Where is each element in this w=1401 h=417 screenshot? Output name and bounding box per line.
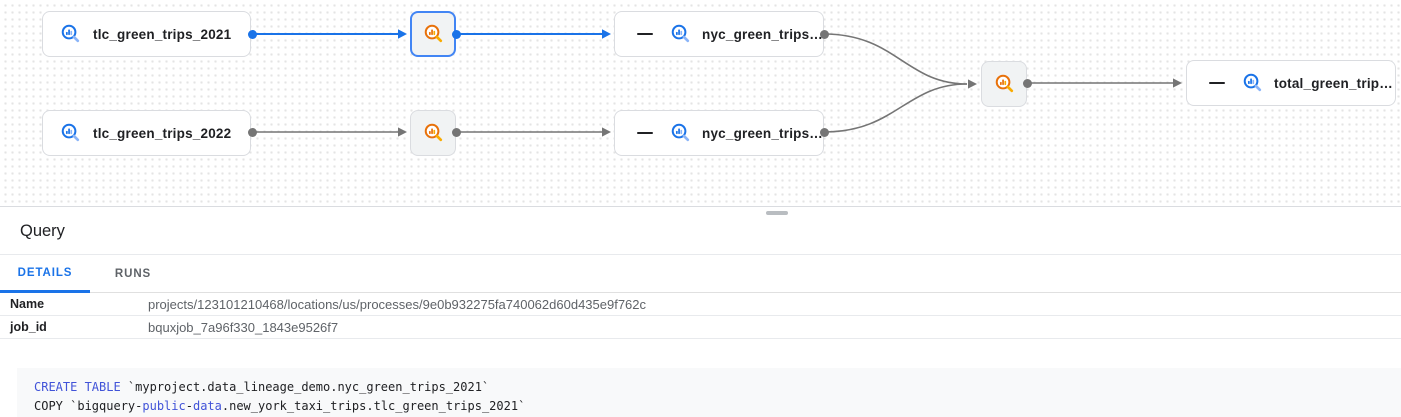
detail-row-job-id: job_id bquxjob_7a96f330_1843e9526f7 — [0, 316, 1401, 339]
node-nyc-green-trips-2021[interactable]: nyc_green_trips… — [614, 11, 824, 57]
sql-keyword: data — [192, 399, 222, 413]
node-process-query-selected[interactable] — [410, 11, 456, 57]
node-process-query[interactable] — [410, 110, 456, 156]
minus-collapse-icon[interactable] — [637, 132, 653, 134]
detail-value: projects/123101210468/locations/us/proce… — [148, 296, 647, 312]
output-port — [452, 128, 461, 137]
bigquery-table-icon — [671, 24, 690, 42]
sql-code-line: COPY `bigquery-public-data.new_york_taxi… — [34, 397, 1401, 416]
details-table: Name projects/123101210468/locations/us/… — [0, 293, 1401, 339]
detail-value: bquxjob_7a96f330_1843e9526f7 — [148, 319, 339, 335]
output-port — [820, 128, 829, 137]
details-panel: Query DETAILS RUNS Name projects/1231012… — [0, 208, 1401, 339]
sql-keyword: public — [142, 399, 186, 413]
sql-code-line: CREATE TABLE `myproject.data_lineage_dem… — [34, 378, 1401, 397]
node-total-green-trips[interactable]: total_green_trip… — [1186, 60, 1396, 106]
node-tlc-green-trips-2022[interactable]: tlc_green_trips_2022 — [42, 110, 251, 156]
panel-resize-handle[interactable] — [766, 211, 788, 215]
node-label: tlc_green_trips_2021 — [93, 26, 232, 42]
detail-label: Name — [10, 297, 45, 311]
node-label: total_green_trip… — [1274, 75, 1393, 91]
sql-code-block: CREATE TABLE `myproject.data_lineage_dem… — [17, 368, 1401, 417]
bigquery-table-icon — [671, 123, 690, 141]
lineage-canvas[interactable]: tlc_green_trips_2021 tlc_green_trips_202… — [0, 0, 1401, 207]
bigquery-process-icon — [424, 123, 442, 141]
panel-title: Query — [0, 208, 1401, 255]
node-label: tlc_green_trips_2022 — [93, 125, 232, 141]
sql-keyword: CREATE TABLE — [34, 380, 121, 394]
sql-text: `myproject.data_lineage_demo.nyc_green_t… — [120, 380, 490, 394]
bigquery-process-icon — [424, 24, 442, 42]
tab-runs[interactable]: RUNS — [114, 268, 152, 280]
output-port — [452, 30, 461, 39]
sql-text: COPY `bigquery- — [34, 399, 143, 413]
bigquery-table-icon — [1243, 73, 1262, 91]
node-process-union-query[interactable] — [981, 61, 1027, 107]
node-tlc-green-trips-2021[interactable]: tlc_green_trips_2021 — [42, 11, 251, 57]
minus-collapse-icon[interactable] — [1209, 82, 1225, 84]
lineage-edges — [252, 29, 1182, 137]
sql-text: - — [185, 399, 193, 413]
output-port — [1023, 79, 1032, 88]
minus-collapse-icon[interactable] — [637, 33, 653, 35]
output-port — [248, 128, 257, 137]
tab-bar: DETAILS RUNS — [0, 255, 1401, 293]
node-label: nyc_green_trips… — [702, 26, 823, 42]
bigquery-table-icon — [61, 24, 80, 42]
sql-text: .new_york_taxi_trips.tlc_green_trips_202… — [221, 399, 526, 413]
output-port — [820, 30, 829, 39]
detail-label: job_id — [10, 320, 47, 334]
detail-row-name: Name projects/123101210468/locations/us/… — [0, 293, 1401, 316]
tab-details[interactable]: DETAILS — [0, 255, 90, 293]
node-nyc-green-trips-2022[interactable]: nyc_green_trips… — [614, 110, 824, 156]
output-port — [248, 30, 257, 39]
node-label: nyc_green_trips… — [702, 125, 823, 141]
bigquery-process-icon — [995, 74, 1013, 92]
bigquery-table-icon — [61, 123, 80, 141]
